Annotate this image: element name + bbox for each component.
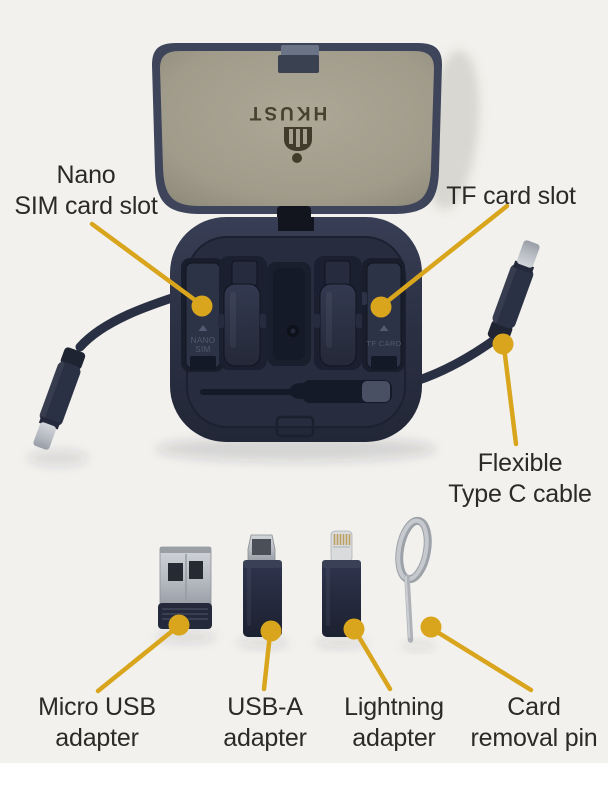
adapter-case: NANO SIM TF CARD <box>170 217 422 442</box>
label-lightning-adapter: Lightning adapter <box>344 692 444 754</box>
leader-usb-a <box>261 631 273 692</box>
bottom-margin <box>0 763 608 785</box>
dot-tf-card <box>370 296 392 318</box>
leader-dots <box>168 295 514 642</box>
label-line: removal pin <box>470 724 598 752</box>
label-line: TF card slot <box>446 182 576 210</box>
label-line: Micro USB <box>38 693 156 721</box>
dot-lightning <box>343 618 365 640</box>
label-tf-card-slot: TF card slot <box>446 181 576 212</box>
label-line: adapter <box>55 724 139 752</box>
label-line: USB-A <box>227 693 303 721</box>
dot-usb-a <box>260 620 282 642</box>
label-line: Card <box>507 693 561 721</box>
label-line: Flexible <box>477 449 563 477</box>
label-line: Nano <box>56 161 116 189</box>
tf-card-engraving: TF CARD <box>366 339 401 348</box>
brand-logo <box>284 127 312 163</box>
stored-adapter-right <box>314 256 362 370</box>
label-line: adapter <box>352 724 436 752</box>
label-line: SIM card slot <box>14 192 158 220</box>
dot-type-c <box>492 333 514 355</box>
dot-micro-usb <box>168 614 190 636</box>
hinge-cutout <box>278 217 314 231</box>
type-c-connector-left <box>33 347 86 450</box>
leader-nano-sim <box>89 221 202 306</box>
case-lid: HKUST <box>152 43 442 214</box>
stored-adapter-left <box>218 256 267 370</box>
usb-a-adapter <box>243 534 282 637</box>
nano-sim-engraving-line2: SIM <box>195 345 210 354</box>
label-line: Lightning <box>344 693 444 721</box>
label-line: Type C cable <box>448 480 592 508</box>
case-bottom-detail <box>275 415 315 438</box>
pin-groove <box>200 380 392 403</box>
center-recess <box>267 262 311 366</box>
label-nano-sim-card-slot: Nano SIM card slot <box>14 160 157 222</box>
lightning-adapter <box>322 530 361 637</box>
brand-text: HKUST <box>247 102 327 123</box>
leader-lines <box>89 203 534 694</box>
leader-micro-usb <box>95 625 179 694</box>
dot-removal-pin <box>420 616 442 638</box>
label-flexible-type-c-cable: Flexible Type C cable <box>448 448 592 510</box>
leader-lightning <box>353 629 393 692</box>
label-line: adapter <box>223 724 307 752</box>
label-usb-a-adapter: USB-A adapter <box>223 692 307 754</box>
nano-sim-engraving-line1: NANO <box>191 336 216 345</box>
leader-tf-card <box>381 203 510 307</box>
leader-type-c <box>501 344 519 447</box>
label-micro-usb-adapter: Micro USB adapter <box>38 692 156 754</box>
dot-nano-sim <box>191 295 213 317</box>
label-card-removal-pin: Card removal pin <box>470 692 597 754</box>
card-removal-pin <box>395 516 432 643</box>
leader-removal-pin <box>431 627 534 693</box>
lid-latch-clasp <box>281 45 319 57</box>
